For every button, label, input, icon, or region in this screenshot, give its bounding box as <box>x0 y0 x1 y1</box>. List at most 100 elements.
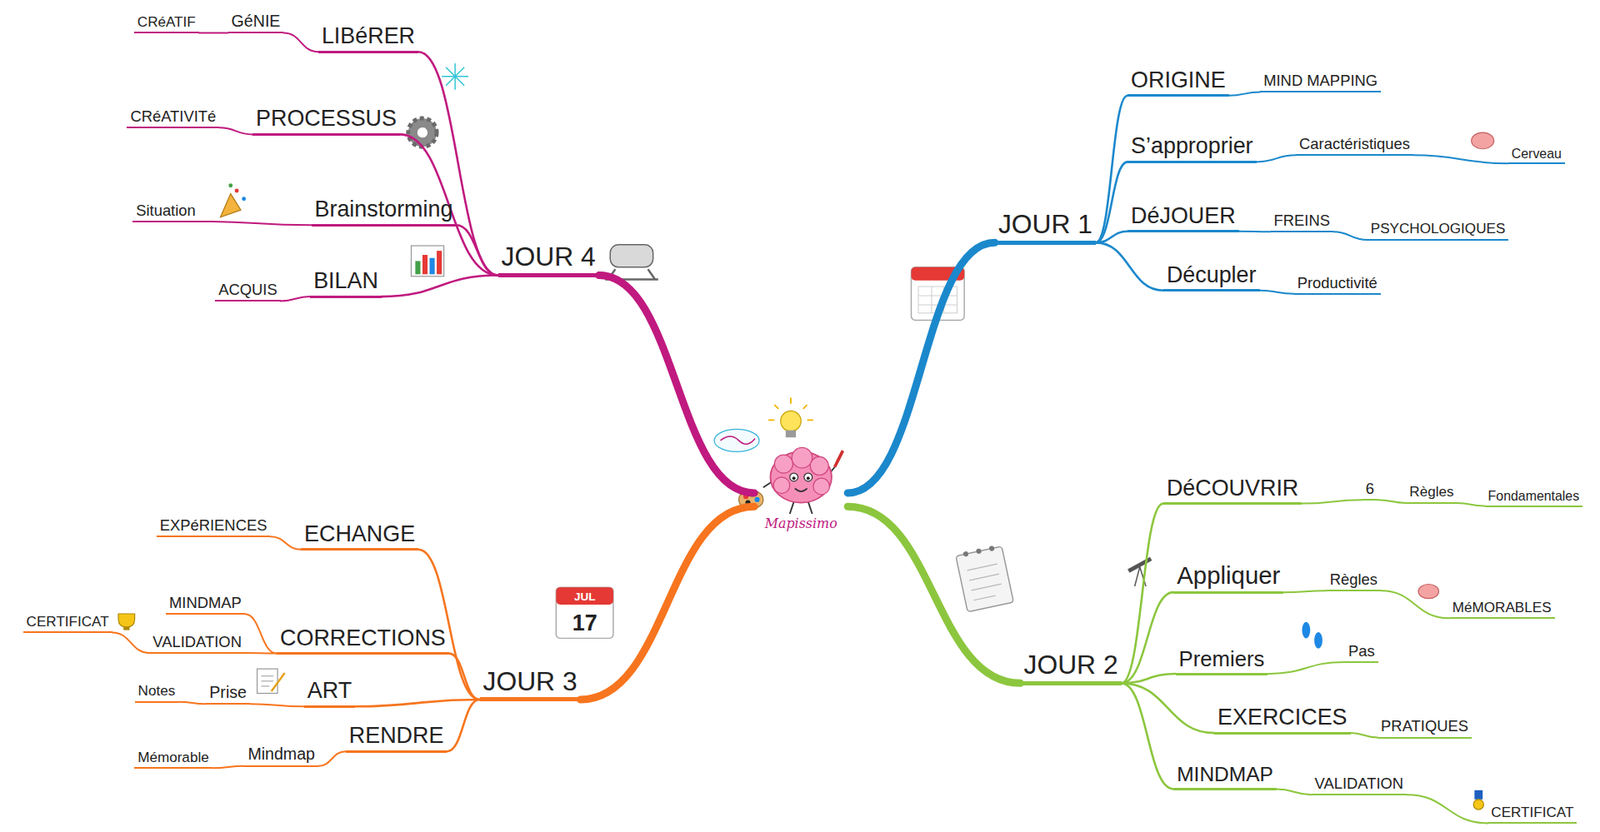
branch-topic: EXERCICES <box>1214 705 1350 735</box>
calendar-text: 17 <box>572 612 598 635</box>
leaf-topic: MINDMAP <box>165 595 245 615</box>
notepad-icon <box>955 546 1014 613</box>
branch-line <box>1380 590 1450 619</box>
leaf-topic: Pas <box>1345 643 1379 664</box>
note-icon <box>257 669 285 694</box>
topic-text: EXERCICES <box>1217 705 1347 731</box>
branch-line <box>418 51 499 275</box>
map-doodle <box>720 436 755 445</box>
notepad-icon <box>988 545 995 552</box>
branch-line <box>1406 795 1488 824</box>
confetti-icon <box>235 188 240 193</box>
brain-mascot <box>791 447 812 468</box>
topic-text: VALIDATION <box>1315 775 1405 793</box>
bar-chart-icon <box>410 245 444 277</box>
topic-text: ECHANGE <box>304 522 415 548</box>
note-icon <box>260 675 274 677</box>
branch-line <box>418 550 480 700</box>
rolodex-icon <box>610 245 653 268</box>
branch-topic: Décupler <box>1163 263 1260 293</box>
topic-text: DéJOUER <box>1130 204 1236 230</box>
branch-line <box>199 31 229 34</box>
branch-topic: DéCOUVRIR <box>1163 476 1302 506</box>
gear-icon <box>417 127 428 138</box>
branch-line <box>1239 230 1271 233</box>
topic-text: PROCESSUS <box>255 106 397 132</box>
topic-text: MéMORABLES <box>1452 600 1552 617</box>
confetti-icon <box>220 183 246 217</box>
branch-line <box>245 614 277 654</box>
branch-line <box>250 704 305 707</box>
topic-text: JOUR 3 <box>483 667 578 697</box>
branch-topic: BILAN <box>310 269 382 299</box>
brain-icon <box>1471 132 1495 150</box>
footprints-icon <box>1314 632 1323 650</box>
brain-mascot <box>774 455 793 474</box>
brain-mascot <box>795 488 808 492</box>
day-branch: JOUR 2 <box>1020 650 1122 686</box>
branch-topic: MINDMAP <box>1173 764 1277 791</box>
bar-chart-icon <box>436 250 442 275</box>
leaf-topic: Notes <box>135 684 180 704</box>
brain-icon <box>1418 585 1439 600</box>
topic-text: MINDMAP <box>1176 764 1274 787</box>
brain-mascot <box>804 473 813 482</box>
branch-line <box>1095 161 1128 243</box>
notepad-icon <box>969 574 1000 581</box>
topic-text: 6 <box>1365 480 1375 498</box>
topic-text: JOUR 1 <box>998 210 1093 240</box>
light-bulb <box>790 397 792 404</box>
branch-topic: LIBéRER <box>318 24 419 54</box>
light-bulb <box>780 410 801 431</box>
bar-chart-icon <box>410 245 444 277</box>
notepad-icon <box>955 544 1014 613</box>
leaf-topic: Caractéristiques <box>1295 135 1414 156</box>
topic-text: CRéATIVITé <box>130 108 216 125</box>
brain-icon <box>1418 132 1495 599</box>
branch-line <box>1457 503 1485 507</box>
gear-icon <box>408 118 437 147</box>
leaf-topic: MIND MAPPING <box>1260 72 1381 93</box>
brain-mascot <box>763 447 844 515</box>
topic-text: Notes <box>138 684 176 700</box>
leaf-topic: Prise <box>205 684 250 706</box>
branch-line <box>1283 590 1326 593</box>
bar-chart-icon <box>415 260 420 275</box>
topic-text: Règles <box>1409 485 1454 501</box>
date-calendar-icon <box>555 587 614 639</box>
notepad-icon <box>971 584 1002 591</box>
fireworks-icon <box>441 63 469 90</box>
palette-icon <box>755 497 760 503</box>
gear-icon <box>408 118 437 147</box>
light-bulb <box>785 430 796 439</box>
branch-line <box>1260 290 1295 295</box>
topic-text: GéNIE <box>231 12 281 31</box>
brain-mascot <box>806 476 810 480</box>
brain-mascot <box>792 476 796 480</box>
branch-topic: ECHANGE <box>300 522 419 552</box>
topic-text: CERTIFICAT <box>1490 805 1574 822</box>
branch-topic: PROCESSUS <box>252 106 400 136</box>
notepad-icon <box>975 548 982 555</box>
topic-text: Prise <box>209 684 247 703</box>
trophy-icon <box>118 614 135 631</box>
notepad-icon <box>973 595 995 601</box>
leaf-topic: CRéATIVITé <box>126 108 220 129</box>
branch-line <box>318 751 346 767</box>
fireworks-icon <box>445 67 465 86</box>
rolodex-icon <box>648 269 656 280</box>
topic-text: Mapissimo <box>765 516 838 531</box>
leaf-topic: 6 <box>1362 480 1378 501</box>
leaf-topic: Productivité <box>1294 275 1381 295</box>
branch-line <box>219 127 253 135</box>
topic-text: MINDMAP <box>169 595 242 612</box>
branch-topic: Premiers <box>1175 647 1269 675</box>
branch-line <box>1121 683 1215 734</box>
light-bulb <box>768 419 775 421</box>
topic-text: Situation <box>135 202 196 220</box>
branch-line <box>199 221 312 225</box>
topic-text: Fondamentales <box>1488 489 1580 504</box>
leaf-topic: CRéATIF <box>134 15 200 35</box>
